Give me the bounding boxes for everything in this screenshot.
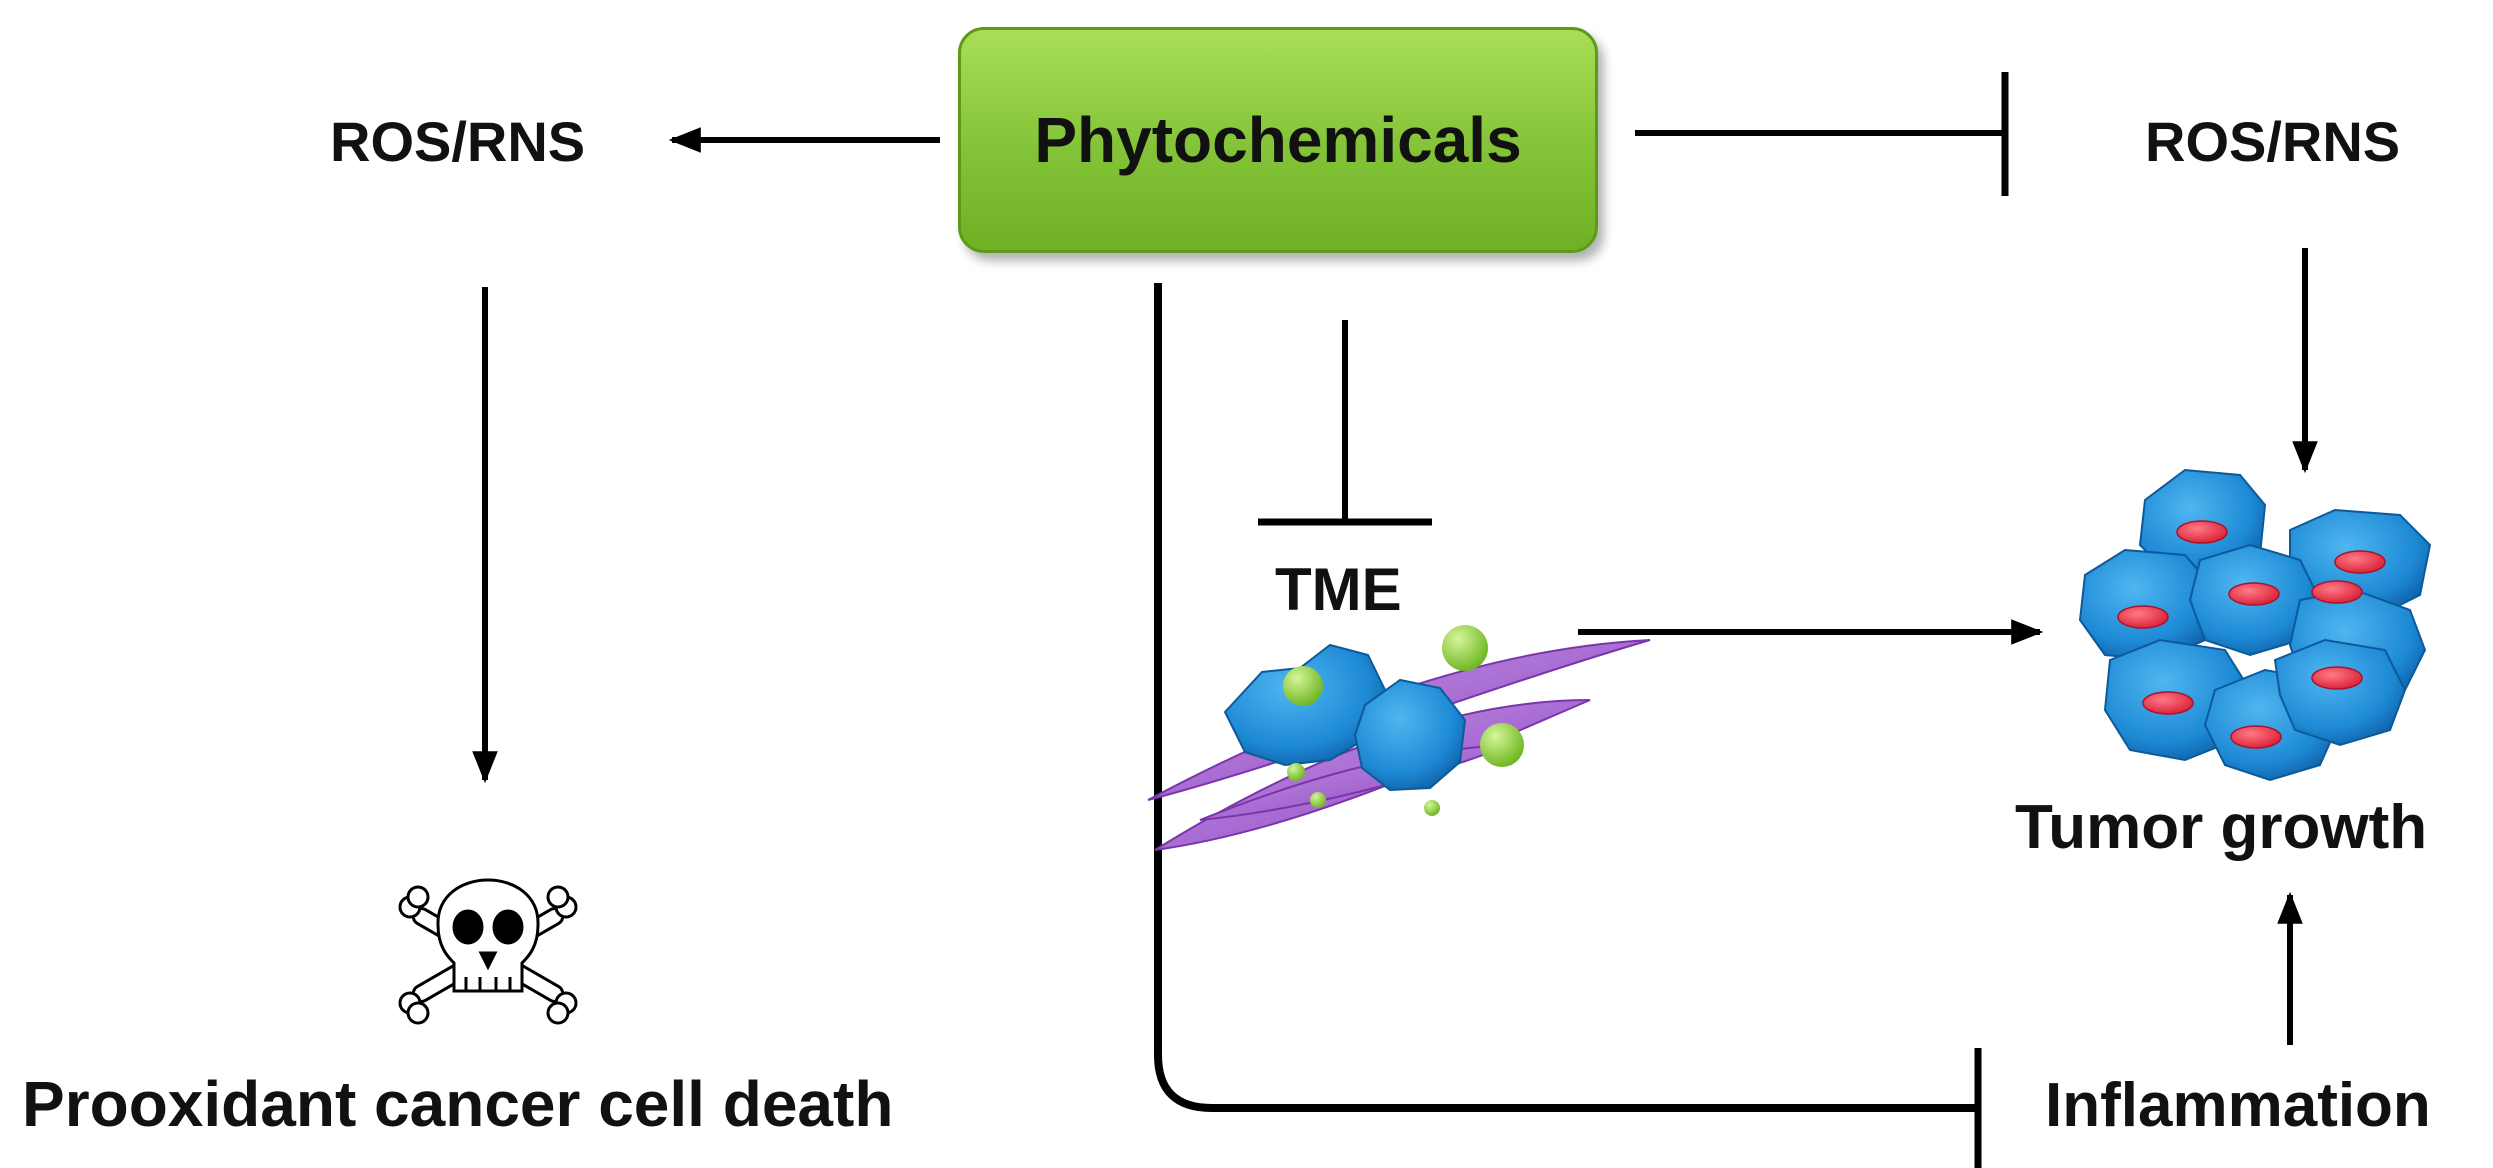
tumor-growth-label: Tumor growth [2015,793,2428,862]
tumor-cell-cluster-icon [2078,468,2432,782]
ros-rns-right-label: ROS/RNS [2145,110,2401,173]
inhibit-phyto-to-inflammation [1154,283,1982,1168]
inflammation-label: Inflammation [2045,1071,2431,1140]
inhibit-phyto-to-tme [1258,320,1432,526]
phytochemicals-label: Phytochemicals [1034,104,1522,176]
tme-label: TME [1275,556,1402,623]
ros-rns-left-label: ROS/RNS [330,110,586,173]
cell-death-label: Prooxidant cancer cell death [22,1068,894,1140]
skull-crossbones-icon [398,878,578,1025]
tumor-microenvironment-cells-icon [1147,625,1651,851]
phytochemicals-box: Phytochemicals [958,27,1598,253]
inhibit-phyto-to-ros-right [1635,72,2009,196]
